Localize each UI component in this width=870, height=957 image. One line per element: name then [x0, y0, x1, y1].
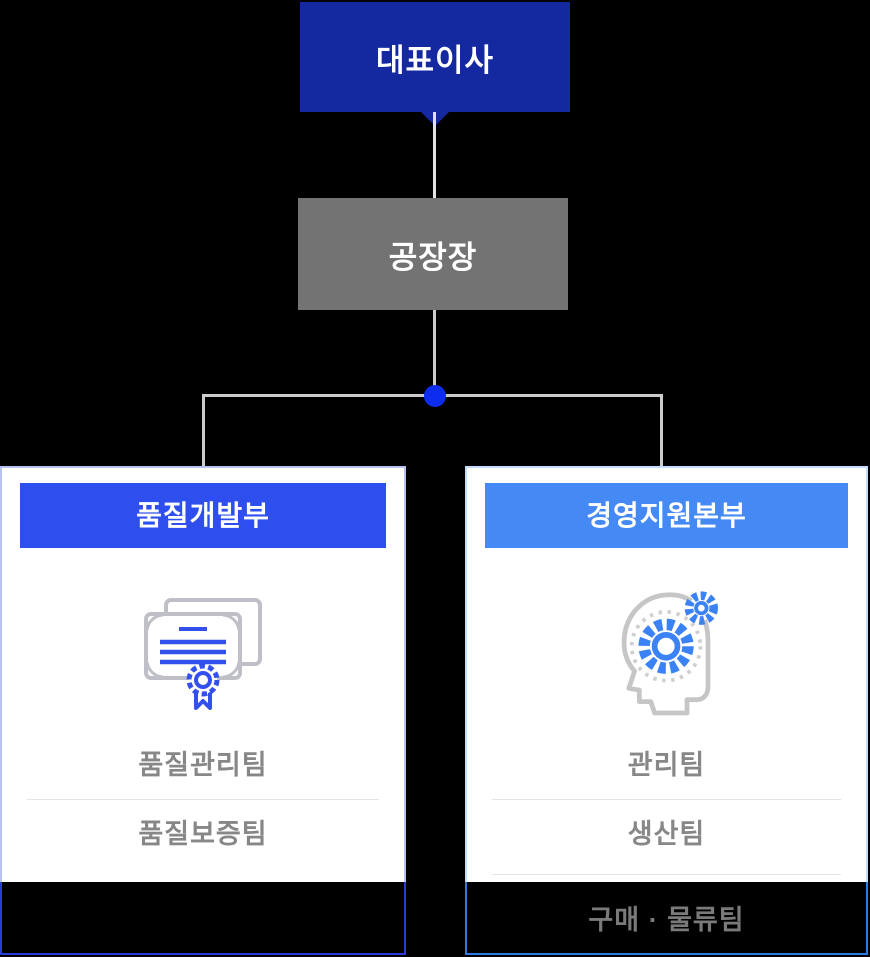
- junction-dot: [424, 385, 446, 407]
- department-card-support: 경영지원본부 관리팀 생산팀 구매 · 물류팀: [465, 466, 868, 955]
- connector-ceo-to-manager: [433, 112, 436, 198]
- branch-drop-right: [660, 394, 663, 467]
- department-header-quality: 품질개발부: [20, 483, 386, 548]
- department-card-body: 경영지원본부 관리팀 생산팀: [465, 466, 868, 882]
- plant-manager-label: 공장장: [388, 239, 478, 275]
- plant-manager-box: 공장장: [298, 198, 568, 310]
- ceo-label: 대표이사: [375, 42, 495, 78]
- certificate-icon: [2, 594, 404, 710]
- team-item: 품질관리팀: [138, 750, 268, 780]
- department-title: 품질개발부: [136, 500, 270, 531]
- department-card-body: 품질개발부 품질관리팀: [0, 466, 406, 882]
- footer-team-label: 구매 · 물류팀: [588, 905, 745, 935]
- connector-manager-to-branch: [433, 310, 436, 395]
- team-divider: [492, 874, 841, 875]
- ceo-box: 대표이사: [300, 2, 570, 126]
- department-card-quality: 품질개발부 품질관리팀: [0, 466, 406, 955]
- team-item: 생산팀: [627, 819, 706, 849]
- team-item: 품질보증팀: [138, 819, 268, 849]
- department-title: 경영지원본부: [586, 500, 747, 531]
- team-divider: [492, 799, 841, 800]
- team-item: 관리팀: [627, 750, 706, 780]
- head-gears-icon: [467, 591, 866, 716]
- team-divider: [27, 799, 379, 800]
- department-footer-quality: [0, 882, 406, 955]
- department-header-support: 경영지원본부: [485, 483, 848, 548]
- department-footer-support: 구매 · 물류팀: [465, 882, 868, 955]
- branch-drop-left: [202, 394, 205, 467]
